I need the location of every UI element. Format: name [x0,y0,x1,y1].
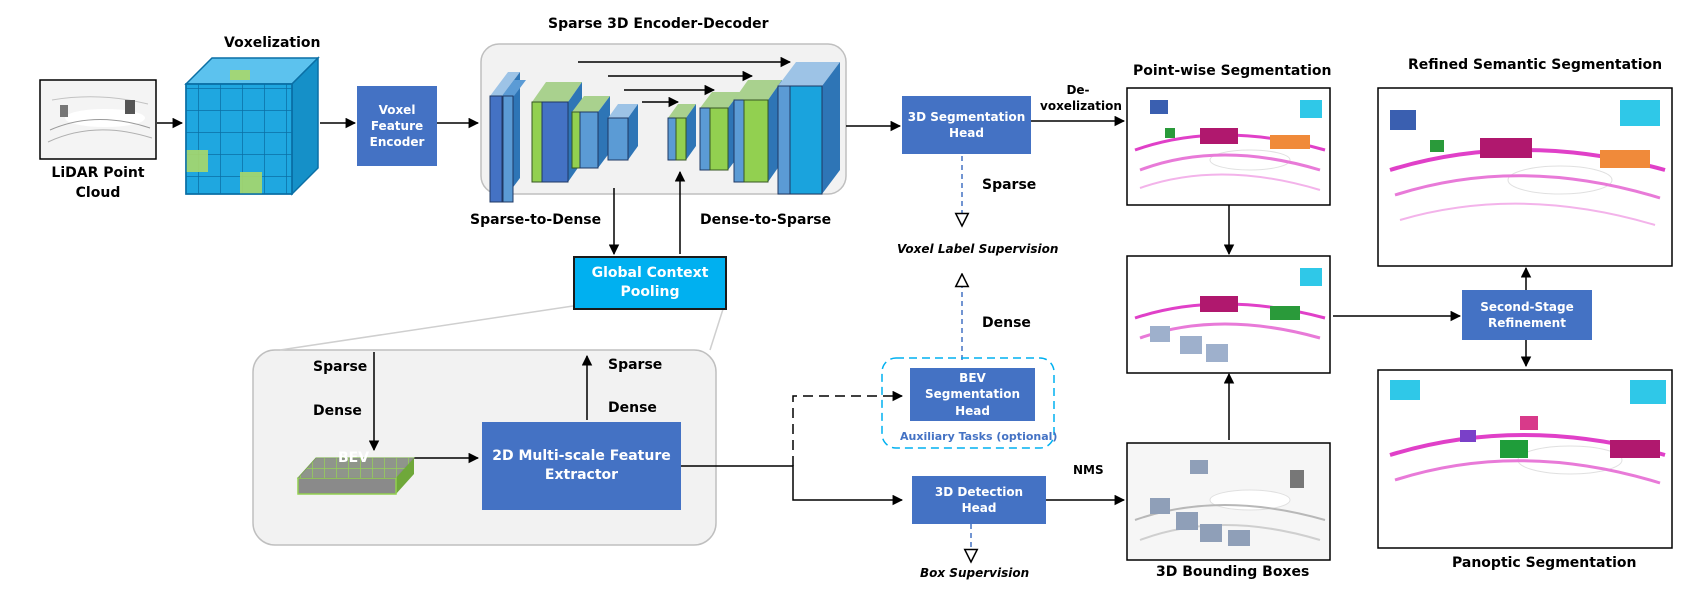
panoptic-seg-image [1377,369,1673,549]
encoder-layer-3 [571,96,610,169]
encoder-decoder-title: Sparse 3D Encoder-Decoder [548,16,769,32]
bev-dense-label: Dense [982,315,1031,331]
bev-label: BEV [338,450,370,466]
bev-in-sparse-label: Sparse [313,359,368,375]
det-head-box: 3D Detection Head [912,476,1046,524]
lidar-input-label: LiDAR Point Cloud [51,165,145,201]
bev-out-dense-label: Dense [608,400,657,416]
decoder-layer-1 [667,104,696,161]
bev-seg-head-box: BEV Segmentation Head [910,368,1035,421]
box-supervision: Box Supervision [920,566,1030,580]
refined-seg-image [1377,87,1673,267]
auxiliary-boundary [881,357,1055,449]
seg-head-box: 3D Segmentation Head [902,96,1031,154]
second-stage-refinement-box: Second-Stage Refinement [1462,290,1592,340]
decoder-layer-3 [733,80,782,183]
arrow-extractor-to-det [681,465,904,506]
bev-block [296,457,416,495]
pointwise-seg-title: Point-wise Segmentation [1133,63,1332,79]
bbox-title: 3D Bounding Boxes [1156,564,1310,580]
seg-sparse-label: Sparse [982,177,1037,193]
auxiliary-tasks-label: Auxiliary Tasks (optional) [900,430,1058,443]
nms-label: NMS [1073,463,1104,477]
global-context-pooling-box: Global Context Pooling [573,256,727,310]
refined-seg-title: Refined Semantic Segmentation [1408,57,1663,73]
lidar-input-image [39,79,157,160]
encoder-layer-1 [489,72,526,203]
feature-extractor-box: 2D Multi-scale Feature Extractor [482,422,681,510]
sparse-to-dense-label: Sparse-to-Dense [470,212,602,228]
voxel-label-supervision: Voxel Label Supervision [897,242,1059,256]
pointwise-seg-image [1126,87,1331,206]
combined-image [1126,255,1331,374]
bev-in-dense-label: Dense [313,403,362,419]
bbox-image [1126,442,1331,561]
arrow-extractor-to-bev-head [792,390,904,466]
devoxelization-label: De- voxelization [1040,83,1122,113]
dense-to-sparse-label: Dense-to-Sparse [700,212,832,228]
voxel-cube [184,56,320,196]
panoptic-seg-title: Panoptic Segmentation [1452,555,1637,571]
encoder-layer-4 [607,104,638,161]
decoder-layer-4 [777,62,840,195]
voxel-feature-encoder-box: Voxel Feature Encoder [357,86,437,166]
voxelization-label: Voxelization [224,35,321,51]
bev-out-sparse-label: Sparse [608,357,663,373]
